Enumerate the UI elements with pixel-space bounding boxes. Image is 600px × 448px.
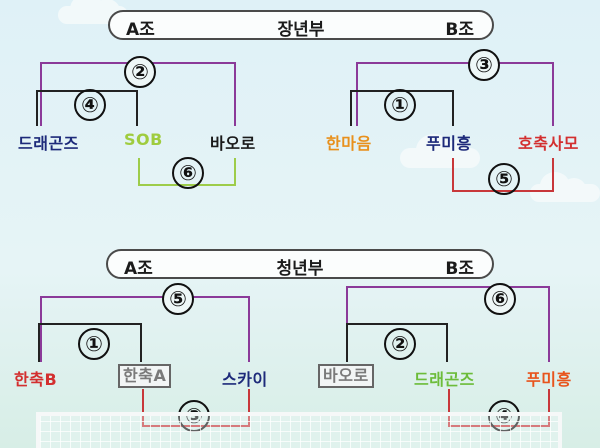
team-sky: 스카이 [222, 370, 268, 389]
cloud-decoration [400, 134, 480, 168]
team-pumiheung: 푸미흥 [526, 370, 572, 389]
match-number: ④ [74, 89, 106, 121]
match-number: ⑥ [484, 283, 516, 315]
match-number: ② [124, 56, 156, 88]
header-division-title: 장년부 [277, 20, 325, 40]
bracket-line-black [38, 323, 142, 362]
team-hanchuk-a: 한축A [118, 364, 172, 388]
team-dragons: 드래곤즈 [414, 370, 475, 389]
bracket-line-purple [356, 62, 554, 126]
cheongnyeonbu-header: A조 청년부 B조 [106, 249, 494, 279]
match-number: ① [384, 89, 416, 121]
soccer-goal-net [36, 412, 562, 448]
bracket-line-purple [40, 296, 250, 362]
jangnyeonbu-header: A조 장년부 B조 [108, 10, 494, 40]
team-baoro: 바오로 [318, 364, 374, 388]
header-division-title: 청년부 [276, 259, 324, 279]
match-number: ① [78, 328, 110, 360]
team-hanmaeum: 한마음 [326, 134, 372, 153]
match-number: ⑥ [172, 157, 204, 189]
header-group-b-label: B조 [445, 259, 474, 279]
cloud-decoration [530, 172, 600, 202]
match-number: ② [384, 328, 416, 360]
team-baoro: 바오로 [210, 134, 256, 153]
header-group-b-label: B조 [445, 20, 474, 40]
header-group-a-label: A조 [126, 20, 155, 40]
team-pumiheung: 푸미흥 [426, 134, 472, 153]
team-hochuksamo: 호축사모 [518, 134, 579, 153]
match-number: ⑤ [162, 283, 194, 315]
match-number: ③ [468, 49, 500, 81]
header-group-a-label: A조 [124, 259, 153, 279]
team-sob: SOB [124, 130, 163, 149]
match-number: ⑤ [488, 163, 520, 195]
bracket-line-black [346, 323, 448, 362]
team-dragons: 드래곤즈 [18, 134, 79, 153]
team-hanchuk-b: 한축B [14, 370, 58, 389]
